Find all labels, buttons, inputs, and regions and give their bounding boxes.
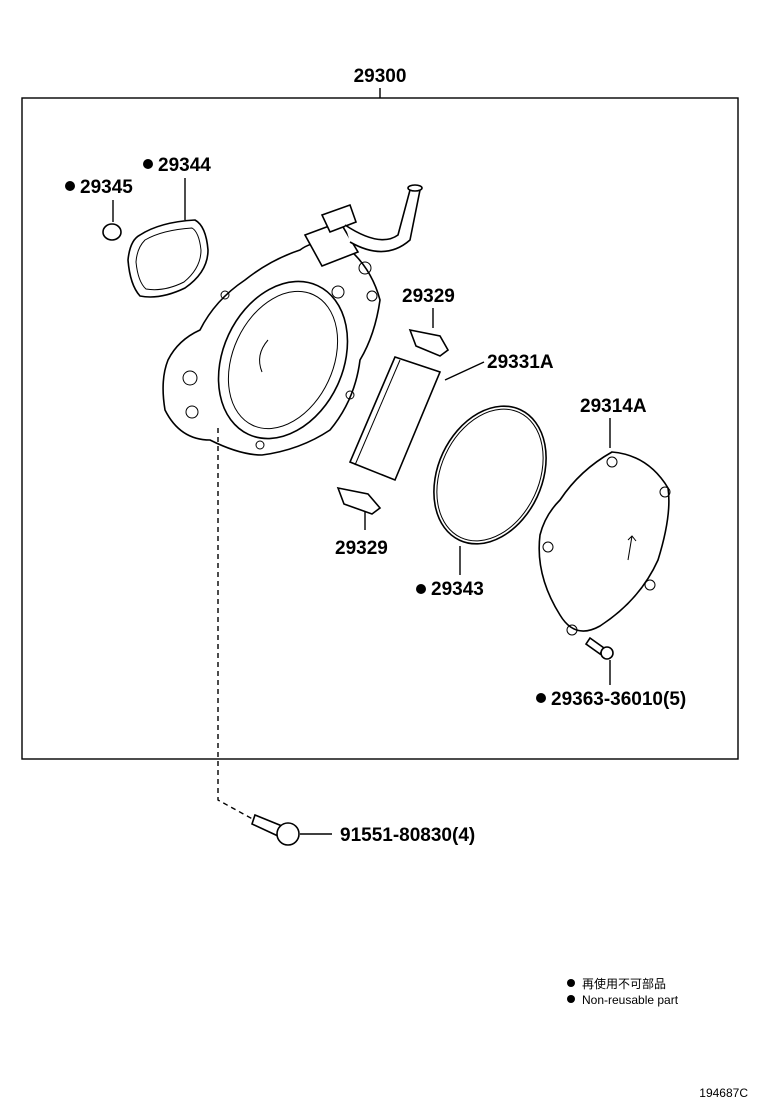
label-29345: 29345 bbox=[80, 177, 133, 198]
non-reusable-dot bbox=[416, 584, 426, 594]
legend-dot bbox=[567, 995, 575, 1003]
non-reusable-dot bbox=[143, 159, 153, 169]
leader-29331a bbox=[444, 361, 485, 381]
oring-29345 bbox=[102, 223, 122, 241]
non-reusable-dot bbox=[65, 181, 75, 191]
clip-29329-lower bbox=[336, 486, 382, 515]
label-29314a: 29314A bbox=[580, 396, 647, 417]
legend-dot bbox=[567, 979, 575, 987]
label-29331a: 29331A bbox=[487, 352, 554, 373]
gasket-inner-edge bbox=[135, 227, 202, 291]
figure-code: 194687C bbox=[699, 1086, 748, 1100]
oring-29343 bbox=[433, 405, 547, 545]
cover-bolt-shank bbox=[584, 636, 606, 656]
label-29329-upper: 29329 bbox=[402, 286, 455, 307]
housing-bore-outer bbox=[217, 280, 349, 440]
clip-29329-upper bbox=[408, 328, 450, 357]
label-29363-36010: 29363-36010(5) bbox=[551, 689, 686, 710]
rotation-arrow-icon bbox=[627, 535, 637, 561]
label-29343: 29343 bbox=[431, 579, 484, 600]
non-reusable-dot bbox=[536, 693, 546, 703]
pump-cover-29314a bbox=[538, 451, 670, 632]
housing-bore-inner bbox=[227, 290, 339, 430]
vane-29331a bbox=[348, 356, 442, 482]
label-29344: 29344 bbox=[158, 155, 211, 176]
legend-japanese: 再使用不可部品 bbox=[582, 976, 666, 991]
label-29300: 29300 bbox=[354, 66, 407, 87]
label-91551-80830: 91551-80830(4) bbox=[340, 825, 475, 846]
label-29329-lower: 29329 bbox=[335, 538, 388, 559]
legend-english: Non-reusable part bbox=[582, 993, 679, 1007]
mount-bolt-head bbox=[276, 822, 300, 846]
vacuum-pump-housing bbox=[162, 184, 423, 456]
cover-bolt-head bbox=[600, 646, 614, 660]
dashed-leader bbox=[217, 428, 259, 823]
